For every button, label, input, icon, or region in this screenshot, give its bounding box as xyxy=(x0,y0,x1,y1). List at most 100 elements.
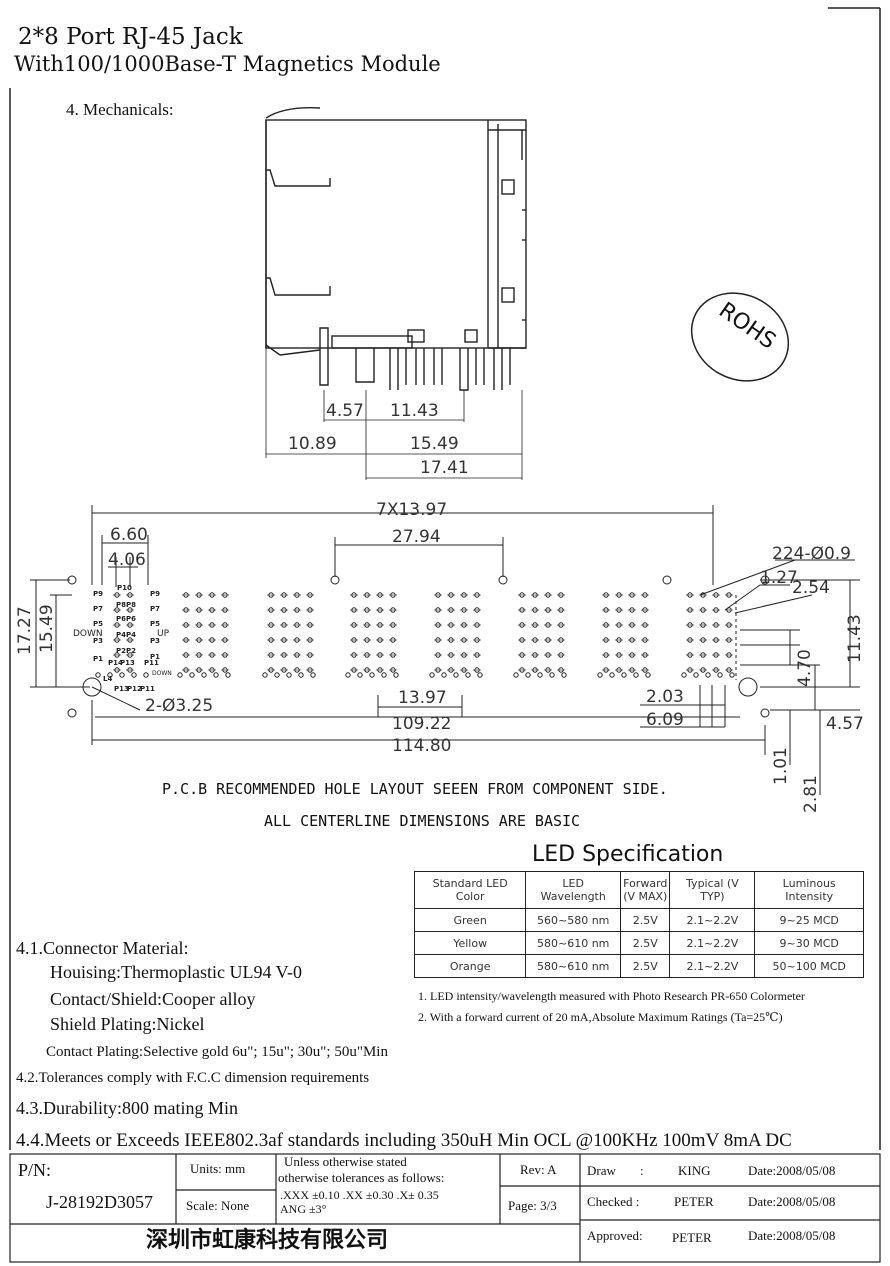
checked-label: Checked : xyxy=(587,1194,640,1209)
pcb-hole-array xyxy=(95,592,735,678)
pn-label: P/N: xyxy=(18,1160,52,1180)
led-spec-title: LED Specification xyxy=(532,842,724,867)
col-header: Luminous Intensity xyxy=(754,871,864,909)
mechanicals-heading: 4. Mechanicals: xyxy=(66,100,174,119)
pin-label: P4 xyxy=(126,631,136,639)
pin-label: DOWN xyxy=(73,629,103,639)
pcb-hole xyxy=(609,672,615,678)
spec-durability: 4.3.Durability:800 mating Min xyxy=(16,1098,238,1118)
col-header: Typical (V TYP) xyxy=(669,871,756,909)
table-cell: 9~25 MCD xyxy=(754,908,864,932)
tolerance-line-1: Unless otherwise stated xyxy=(284,1154,407,1169)
pcb-hole xyxy=(549,672,555,678)
draw-label: Draw xyxy=(587,1163,616,1178)
tolerance-line-3: .XXX ±0.10 .XX ±0.30 .X± 0.35 xyxy=(280,1188,439,1202)
table-cell: 560~580 nm xyxy=(525,908,622,932)
dim-side-4-57: 4.57 xyxy=(326,401,364,421)
table-cell: 2.1~2.2V xyxy=(669,908,756,932)
pin-label: P5 xyxy=(93,620,103,628)
table-row: Yellow 580~610 nm 2.5V 2.1~2.2V 9~30 MCD xyxy=(413,931,864,955)
draw-date: Date:2008/05/08 xyxy=(748,1163,836,1178)
dim-109-22: 109.22 xyxy=(392,714,451,734)
pin-label: P11 xyxy=(144,659,159,667)
pin-label: P9 xyxy=(93,590,103,598)
table-cell: 2.5V xyxy=(620,931,671,955)
pcb-hole xyxy=(681,672,687,678)
pcb-hole xyxy=(107,672,113,678)
dim-1-27: 1.27 xyxy=(760,568,798,588)
pin-label: P11 xyxy=(140,685,155,693)
spec-housing: Houising:Thermoplastic UL94 V-0 xyxy=(50,962,302,982)
pin-label: P13 xyxy=(120,659,135,667)
dim-2-81: 2.81 xyxy=(801,775,821,813)
table-cell: 2.5V xyxy=(620,954,671,978)
pcb-hole xyxy=(177,672,183,678)
pin-label: P6 xyxy=(126,615,136,623)
title-line-2: With100/1000Base-T Magnetics Module xyxy=(14,52,441,76)
dim-224-holes: 224-Ø0.9 xyxy=(772,544,851,564)
dim-13-97: 13.97 xyxy=(398,688,447,708)
spec-contact: Contact/Shield:Cooper alloy xyxy=(50,989,256,1009)
led-note-2: 2. With a forward current of 20 mA,Absol… xyxy=(418,1010,783,1024)
col-header: LED Wavelength xyxy=(525,871,622,909)
dim-4-06: 4.06 xyxy=(108,550,146,570)
scale-label: Scale: None xyxy=(186,1198,250,1213)
pcb-hole xyxy=(537,672,543,678)
spec-connector: 4.1.Connector Material: xyxy=(16,938,189,958)
dim-2-03: 2.03 xyxy=(646,687,684,707)
dim-27-94: 27.94 xyxy=(392,527,441,547)
dim-4-57: 4.57 xyxy=(826,714,864,734)
dim-11-43: 11.43 xyxy=(845,614,865,663)
table-cell: Orange xyxy=(413,954,527,978)
pcb-hole xyxy=(429,672,435,678)
checked-name: PETER xyxy=(674,1194,714,1209)
table-row: Orange 580~610 nm 2.5V 2.1~2.2V 50~100 M… xyxy=(413,954,864,978)
pcb-hole xyxy=(621,672,627,678)
title-block-frame xyxy=(9,1153,881,1263)
pcb-hole xyxy=(262,672,268,678)
table-cell: 2.1~2.2V xyxy=(669,954,756,978)
pcb-hole xyxy=(633,672,639,678)
table-cell: 50~100 MCD xyxy=(754,954,864,978)
pcb-hole xyxy=(441,672,447,678)
pcb-hole xyxy=(310,672,316,678)
table-cell: 580~610 nm xyxy=(525,931,622,955)
pin-label: UP xyxy=(157,629,170,639)
dim-side-10-89: 10.89 xyxy=(288,434,337,454)
pin-label: P3 xyxy=(93,637,103,645)
pcb-hole xyxy=(513,672,519,678)
dim-side-11-43: 11.43 xyxy=(390,401,439,421)
pcb-note-line-1: P.C.B RECOMMENDED HOLE LAYOUT SEEEN FROM… xyxy=(162,780,668,798)
approved-date: Date:2008/05/08 xyxy=(748,1228,836,1243)
table-cell: 580~610 nm xyxy=(525,954,622,978)
dim-6-09: 6.09 xyxy=(646,710,684,730)
pcb-hole xyxy=(357,672,363,678)
pcb-hole xyxy=(465,672,471,678)
checked-date: Date:2008/05/08 xyxy=(748,1194,836,1209)
company-name: 深圳市虹康科技有限公司 xyxy=(146,1228,389,1253)
pin-label: P6 xyxy=(116,615,126,623)
pin-label: P8 xyxy=(126,601,136,609)
table-cell: 9~30 MCD xyxy=(754,931,864,955)
pin-label: P9 xyxy=(150,590,160,598)
dim-side-15-49: 15.49 xyxy=(410,434,459,454)
pcb-note-line-2: ALL CENTERLINE DIMENSIONS ARE BASIC xyxy=(264,812,581,830)
pin-label: P14 xyxy=(108,659,123,667)
spec-shield: Shield Plating:Nickel xyxy=(50,1014,205,1034)
pin-label: DOWN xyxy=(152,670,172,677)
pcb-hole xyxy=(477,672,483,678)
pin-label: P10 xyxy=(117,584,132,592)
rev-label: Rev: A xyxy=(520,1162,557,1177)
dim-4-70: 4.70 xyxy=(795,649,815,687)
tolerance-line-2: otherwise tolerances as follows: xyxy=(278,1170,445,1185)
pin-label: P1 xyxy=(93,655,103,663)
table-cell: Green xyxy=(413,908,527,932)
pcb-hole xyxy=(95,672,101,678)
approved-label: Approved: xyxy=(587,1228,643,1243)
pcb-hole xyxy=(189,672,195,678)
spec-standards: 4.4.Meets or Exceeds IEEE802.3af standar… xyxy=(16,1130,792,1151)
pcb-hole xyxy=(717,672,723,678)
dim-6-60: 6.60 xyxy=(110,525,148,545)
